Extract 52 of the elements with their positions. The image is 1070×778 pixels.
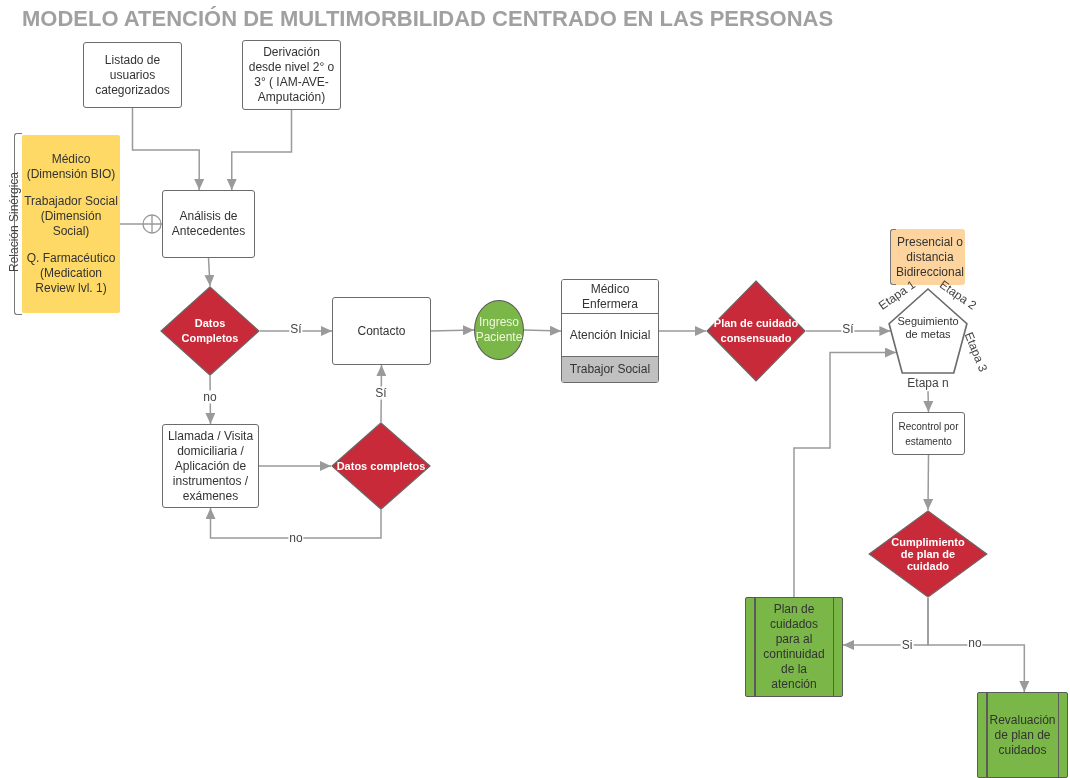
arrow — [927, 597, 1030, 693]
process-box — [332, 297, 431, 365]
edge-label: Si — [900, 638, 914, 652]
diagram-title: MODELO ATENCIÓN DE MULTIMORBILIDAD CENTRADO EN LAS PERSONAS — [22, 6, 834, 32]
edge-label: no — [202, 390, 218, 404]
section-label: Trabajor Social — [562, 356, 658, 382]
arrow — [923, 390, 934, 413]
node-label: Revaluación de plan de cuidados — [989, 712, 1056, 758]
edge-label: Sí — [841, 322, 855, 336]
arrow — [204, 257, 215, 287]
arrow — [658, 326, 707, 336]
arrow — [205, 507, 382, 539]
node-label: Médico (Dimensión BIO) — [25, 152, 117, 182]
decision-diamond — [160, 286, 260, 376]
process-box — [83, 42, 182, 108]
node-label: Ingreso Paciente — [475, 315, 523, 345]
arrow — [923, 454, 934, 511]
arrow — [805, 326, 892, 336]
node-label: Recontrol por estamento — [897, 419, 960, 449]
node-label: Análisis de Antecedentes — [170, 209, 247, 239]
subprocess-box — [977, 692, 1068, 778]
node-label: Derivación desde nivel 2° o 3° ( IAM-AVE- Amputación) — [247, 45, 336, 105]
arrow — [430, 325, 475, 336]
node-label: Listado de usuarios categorizados — [94, 52, 171, 98]
side-label: Etapa 3 — [961, 330, 991, 374]
node-label: Plan de cuidados para al continuidad de la atención — [762, 602, 826, 692]
edge-label: Sí — [374, 386, 388, 400]
node-label: Trabajador Social (Dimensión Social) — [23, 194, 119, 239]
arrow — [523, 325, 562, 336]
node-label: Seguimiento de metas — [896, 315, 960, 341]
node-label: Q. Farmacéutico (Medication Review lvl. 1) — [25, 251, 117, 296]
decision-label: Cumplimiento de plan de cuidado — [890, 536, 966, 572]
process-box — [892, 412, 965, 455]
decision-diamond — [868, 510, 988, 598]
arrow — [131, 107, 205, 191]
decision-diamond — [706, 280, 806, 382]
node-label: Llamada / Visita domiciliaria / Aplicación de instrumentos / exámenes — [167, 428, 254, 504]
connector-line — [119, 214, 163, 234]
decision-label: Datos completos — [336, 458, 426, 474]
node-label: Presencial o distancia Bidireccional — [895, 234, 965, 280]
process-box — [162, 190, 255, 258]
decision-label: Datos Completos — [180, 316, 240, 346]
edge-label: Sí — [289, 322, 303, 336]
decision-diamond — [331, 422, 431, 510]
arrow — [793, 347, 897, 598]
arrow — [226, 109, 293, 191]
subprocess-box — [745, 597, 843, 697]
arrow — [258, 461, 332, 471]
side-label: Relación Sinérgica — [7, 171, 21, 273]
side-label: Etapa n — [907, 376, 949, 390]
node-label: Contacto — [357, 323, 406, 339]
split-box — [561, 279, 659, 383]
